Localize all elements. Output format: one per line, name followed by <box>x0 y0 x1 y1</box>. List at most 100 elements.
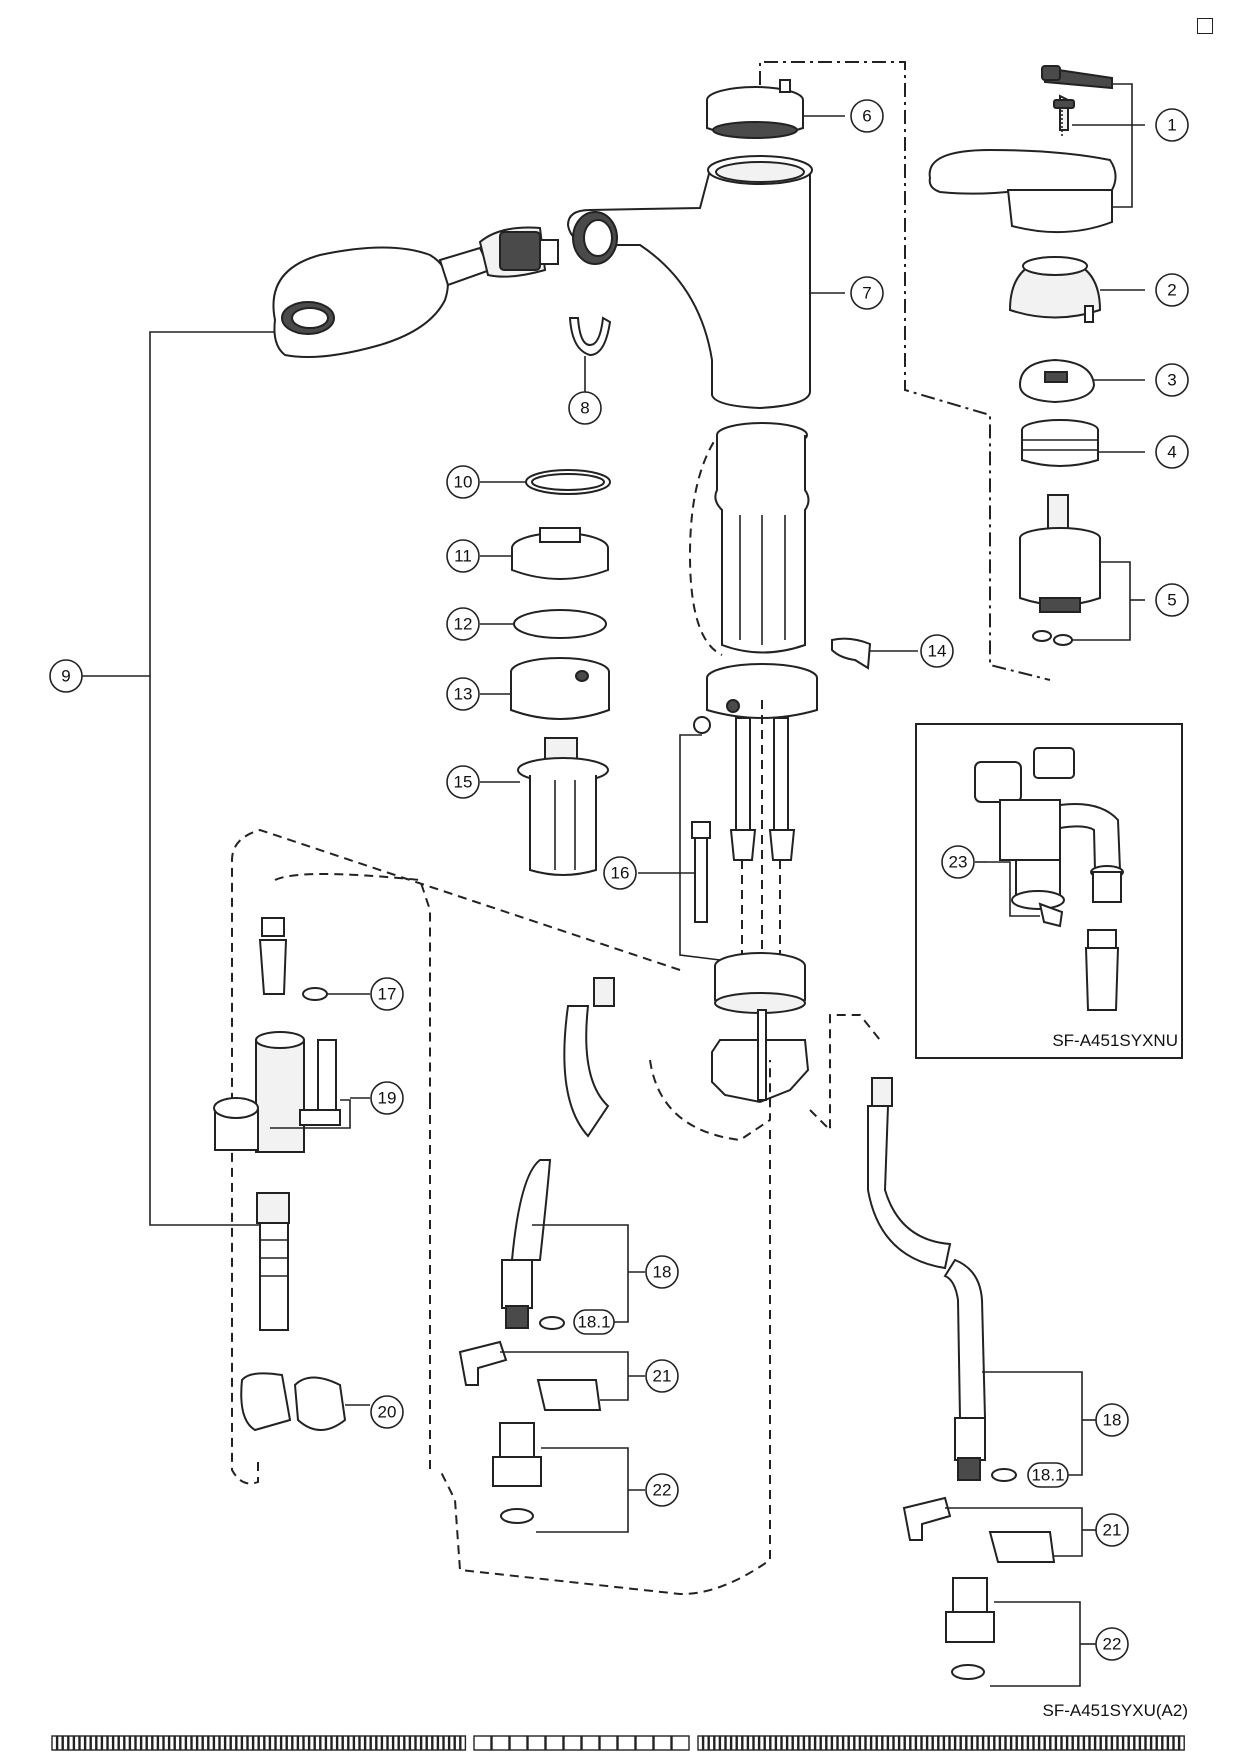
footer-glyph-box <box>1022 1735 1029 1751</box>
part-o-ring-17 <box>302 987 328 1001</box>
footer-glyph-box <box>820 1735 827 1751</box>
footer-glyph-box <box>331 1735 338 1751</box>
svg-text:21: 21 <box>1103 1521 1122 1540</box>
footer-glyph-box <box>999 1735 1006 1751</box>
footer-glyph-box <box>1145 1735 1152 1751</box>
footer-glyph-box <box>314 1735 321 1751</box>
footer-glyph-box <box>392 1735 399 1751</box>
footer-glyph-box <box>398 1735 405 1751</box>
footer-glyph-box <box>910 1735 917 1751</box>
footer-glyph-box <box>809 1735 816 1751</box>
callout-17: 17 <box>370 977 404 1011</box>
footer-glyph-box <box>224 1735 231 1751</box>
footer-glyph-box <box>208 1735 215 1751</box>
footer-glyph-box <box>831 1735 838 1751</box>
footer-glyph-box <box>135 1735 142 1751</box>
footer-glyph-box <box>1094 1735 1101 1751</box>
part-corrugated-hose <box>256 1192 290 1331</box>
part-nut-22b <box>945 1577 995 1680</box>
footer-glyph-box <box>264 1735 271 1751</box>
svg-text:17: 17 <box>378 985 397 1004</box>
footer-glyph-box <box>803 1735 810 1751</box>
footer-glyph-box <box>174 1735 181 1751</box>
footer-glyph-box <box>230 1735 237 1751</box>
footer-glyph-box <box>140 1735 147 1751</box>
callout-9: 9 <box>49 659 83 693</box>
footer-glyph-box <box>303 1735 310 1751</box>
footer-glyph-box <box>770 1735 777 1751</box>
svg-text:14: 14 <box>928 642 947 661</box>
svg-text:3: 3 <box>1167 371 1176 390</box>
callout-10: 10 <box>446 465 480 499</box>
footer-glyph-box <box>473 1735 492 1751</box>
footer-glyph-box <box>359 1735 366 1751</box>
part-clip-21b <box>902 1496 1056 1563</box>
footer-glyph-box <box>837 1735 844 1751</box>
footer-glyph-box <box>949 1735 956 1751</box>
part-nut-22a <box>492 1422 542 1524</box>
footer-glyph-box <box>671 1735 690 1751</box>
callout-18-1-middle: 18.1 <box>573 1309 615 1335</box>
svg-text:2: 2 <box>1167 281 1176 300</box>
footer-glyph-box <box>196 1735 203 1751</box>
footer-glyph-box <box>753 1735 760 1751</box>
footer-glyph-box <box>364 1735 371 1751</box>
footer-glyph-box <box>876 1735 883 1751</box>
footer-glyph-box <box>286 1735 293 1751</box>
footer-glyph-box <box>280 1735 287 1751</box>
footer-glyph-box <box>814 1735 821 1751</box>
callout-19: 19 <box>370 1081 404 1115</box>
footer-glyph-box <box>921 1735 928 1751</box>
footer-glyph-box <box>185 1735 192 1751</box>
footer-glyph-box <box>213 1735 220 1751</box>
footer-glyph-box <box>353 1735 360 1751</box>
footer-glyph-box <box>1122 1735 1129 1751</box>
callout-8: 8 <box>568 391 602 425</box>
footer-glyph-box <box>775 1735 782 1751</box>
footer-glyph-box <box>527 1735 546 1751</box>
footer-glyph-box <box>90 1735 97 1751</box>
footer-glyph-box <box>387 1735 394 1751</box>
part-top-ring <box>706 79 804 139</box>
footer-glyph-box <box>1005 1735 1012 1751</box>
footer-glyph-box <box>1072 1735 1079 1751</box>
svg-text:18: 18 <box>653 1263 672 1282</box>
footer-glyph-box <box>432 1735 439 1751</box>
footer-glyph-box <box>51 1735 58 1751</box>
footer-glyph-box <box>599 1735 618 1751</box>
callout-18-middle: 18 <box>645 1255 679 1289</box>
part-base-mount <box>711 952 810 1104</box>
footer-glyph-box <box>742 1735 749 1751</box>
footer-glyph-box <box>1128 1735 1135 1751</box>
footer-glyph-box <box>146 1735 153 1751</box>
svg-text:13: 13 <box>454 685 473 704</box>
footer-glyph-box <box>1134 1735 1141 1751</box>
footer-glyph-box <box>191 1735 198 1751</box>
footer-glyph-box <box>68 1735 75 1751</box>
footer-glyph-box <box>938 1735 945 1751</box>
footer-glyph-box <box>269 1735 276 1751</box>
callout-13: 13 <box>446 677 480 711</box>
assembly-boundary-left <box>231 828 681 1485</box>
footer-glyph-box <box>982 1735 989 1751</box>
footer-glyph-box <box>1100 1735 1107 1751</box>
callout-21-middle: 21 <box>645 1359 679 1393</box>
part-bolt <box>691 716 711 923</box>
footer-glyph-box <box>404 1735 411 1751</box>
svg-text:9: 9 <box>61 667 70 686</box>
callout-3: 3 <box>1155 363 1189 397</box>
footer-glyph-box <box>786 1735 793 1751</box>
footer-glyph-box <box>966 1735 973 1751</box>
footer-glyph-box <box>697 1735 704 1751</box>
svg-text:18.1: 18.1 <box>577 1313 610 1332</box>
footer-glyph-box <box>129 1735 136 1751</box>
footer-glyph-box <box>157 1735 164 1751</box>
footer-glyph-box <box>725 1735 732 1751</box>
footer-glyph-box <box>1044 1735 1051 1751</box>
footer-glyph-box <box>56 1735 63 1751</box>
footer-glyph-box <box>1117 1735 1124 1751</box>
footer-glyph-box <box>971 1735 978 1751</box>
footer-glyph-box <box>898 1735 905 1751</box>
footer-glyph-box <box>370 1735 377 1751</box>
footer-glyph-box <box>460 1735 467 1751</box>
